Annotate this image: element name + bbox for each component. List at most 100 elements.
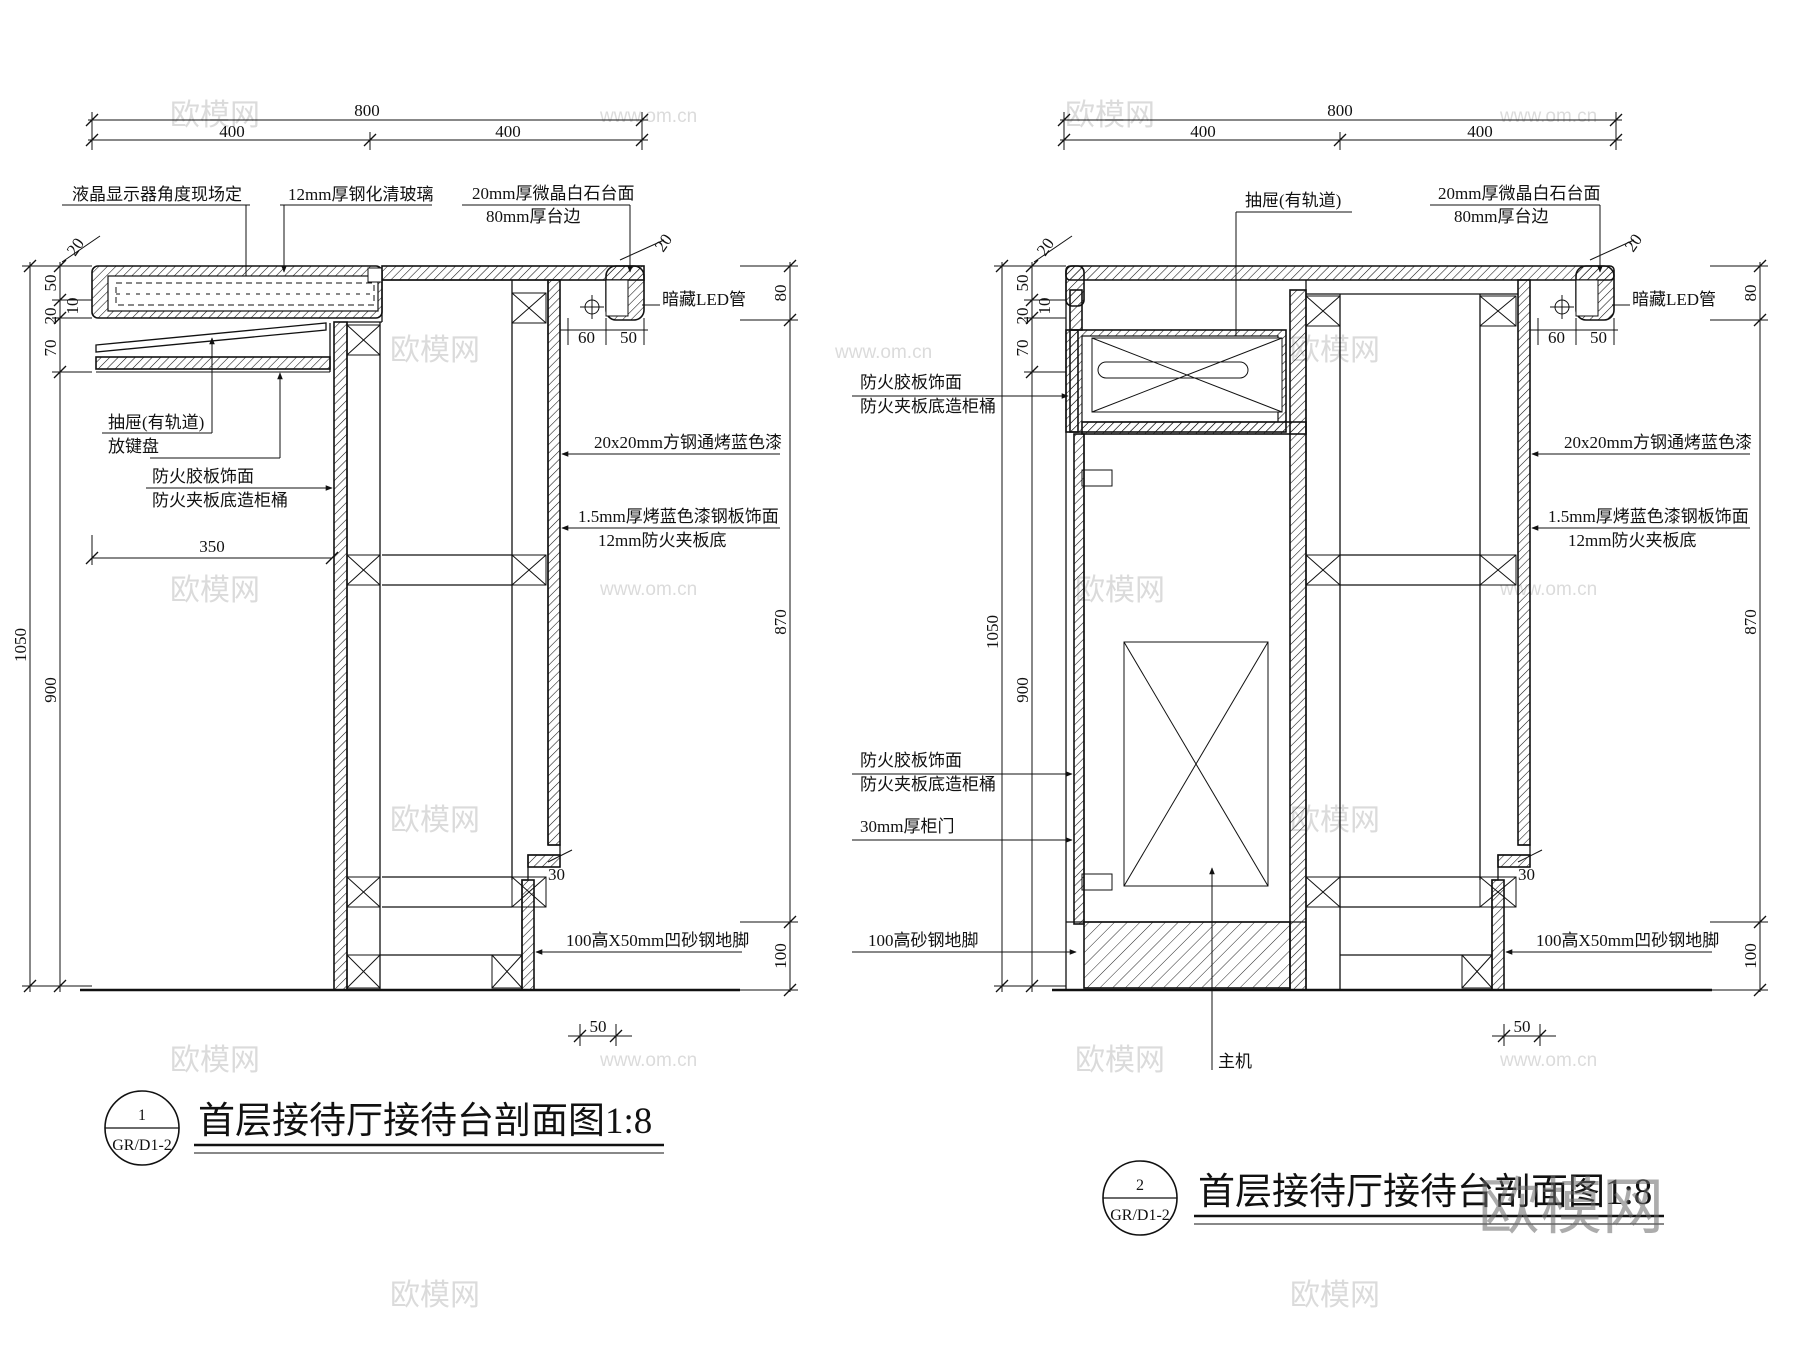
note-led: 暗藏LED管 xyxy=(1632,290,1716,309)
watermark-brand: 欧模网 xyxy=(390,1279,480,1312)
dim-870: 870 xyxy=(771,609,790,635)
dim-60: 60 xyxy=(578,328,595,347)
note-steel-tube: 20x20mm方钢通烤蓝色漆 xyxy=(1564,433,1752,452)
watermark-url: www.om.cn xyxy=(1499,106,1597,127)
keyboard-drawer-1: 抽屉(有轨道) 放键盘 xyxy=(95,322,331,459)
right-dimensions-1: 80 870 100 xyxy=(740,259,798,997)
dim-60: 60 xyxy=(1548,328,1565,347)
note-fire-laminate: 防火胶板饰面 xyxy=(860,751,962,770)
dim-overall-width: 800 xyxy=(354,101,380,120)
dim-100: 100 xyxy=(1741,943,1760,969)
note-led: 暗藏LED管 xyxy=(662,290,746,309)
note-steel-plate: 1.5mm厚烤蓝色漆钢板饰面 xyxy=(1548,507,1749,526)
dim-overall-width: 800 xyxy=(1327,101,1353,120)
dim-half-width: 400 xyxy=(1190,122,1216,141)
watermark-brand: 欧模网 xyxy=(1290,1279,1380,1312)
dim-50: 50 xyxy=(590,1017,607,1036)
dim-70: 70 xyxy=(41,340,60,357)
dim-20: 20 xyxy=(41,308,60,325)
dim-10: 10 xyxy=(1035,298,1054,315)
dim-20: 20 xyxy=(1013,308,1032,325)
watermark-url: www.om.cn xyxy=(834,342,932,363)
title-block-2: 2 GR/D1-2 首层接待厅接待台剖面图1:8 xyxy=(1102,1160,1664,1236)
dim-20: 20 xyxy=(63,234,88,259)
right-notes-1: 60 50 20x20mm方钢通烤蓝色漆 1.5mm厚烤蓝色漆钢板饰面 12mm… xyxy=(535,318,782,955)
dim-30: 30 xyxy=(548,865,565,884)
note-lcd-screen: 液晶显示器角度现场定 xyxy=(72,185,242,204)
note-base-groove: 100高X50mm凹砂钢地脚 xyxy=(566,931,749,950)
note-fire-plywood: 防火夹板底造柜桶 xyxy=(152,491,288,510)
left-notes-2: 防火胶板饰面 防火夹板底造柜桶 防火胶板饰面 防火夹板底造柜桶 30mm厚柜门 … xyxy=(852,373,1077,955)
watermark-brand: 欧模网 xyxy=(1065,99,1155,132)
bubble-reference: GR/D1-2 xyxy=(112,1137,172,1154)
note-drawer-track: 抽屉(有轨道) xyxy=(108,413,204,432)
note-glass: 12mm厚钢化清玻璃 xyxy=(288,185,433,204)
dim-10: 10 xyxy=(63,298,82,315)
top-notes-2: 抽屉(有轨道) 20mm厚微晶白石台面 80mm厚台边 xyxy=(1235,184,1603,410)
note-steel-tube: 20x20mm方钢通烤蓝色漆 xyxy=(594,433,782,452)
note-door: 30mm厚柜门 xyxy=(860,817,954,836)
note-fire-laminate: 防火胶板饰面 xyxy=(860,373,962,392)
watermark-brand: 欧模网 xyxy=(390,334,480,367)
dim-half-width: 400 xyxy=(219,122,245,141)
watermark-brand: 欧模网 xyxy=(170,1044,260,1077)
title-block-1: 1 GR/D1-2 首层接待厅接待台剖面图1:8 xyxy=(104,1090,664,1166)
dim-total-height: 1050 xyxy=(983,615,1002,649)
dim-80: 80 xyxy=(1741,285,1760,302)
dim-100: 100 xyxy=(771,943,790,969)
dim-80: 80 xyxy=(771,285,790,302)
dim-870: 870 xyxy=(1741,609,1760,635)
dim-50: 50 xyxy=(620,328,637,347)
dim-50: 50 xyxy=(1013,275,1032,292)
note-steel-plate: 1.5mm厚烤蓝色漆钢板饰面 xyxy=(578,507,779,526)
watermark-layer: 欧模网 www.om.cn 欧模网 www.om.cn 欧模网 www.om.c… xyxy=(170,99,1597,1312)
dim-350: 350 xyxy=(199,537,225,556)
watermark-url: www.om.cn xyxy=(1499,1050,1597,1071)
watermark-brand: 欧模网 xyxy=(390,804,480,837)
note-stone-top: 20mm厚微晶白石台面 xyxy=(472,184,634,203)
right-notes-2: 60 50 20x20mm方钢通烤蓝色漆 1.5mm厚烤蓝色漆钢板饰面 12mm… xyxy=(1505,318,1752,955)
dim-50: 50 xyxy=(1590,328,1607,347)
dim-30: 30 xyxy=(1518,865,1535,884)
section-2: 800 400 400 抽屉(有轨道) 20mm厚微晶白石台面 80mm厚台边 xyxy=(852,101,1768,1242)
dim-body-height: 900 xyxy=(41,677,60,703)
dim-50: 50 xyxy=(1514,1017,1531,1036)
countertop-1: 暗藏LED管 20 xyxy=(91,230,746,321)
watermark-url: www.om.cn xyxy=(599,1050,697,1071)
bubble-number: 1 xyxy=(138,1107,146,1124)
note-fire-plywood-base: 12mm防火夹板底 xyxy=(1568,531,1696,550)
top-notes-1: 液晶显示器角度现场定 12mm厚钢化清玻璃 20mm厚微晶白石台面 80mm厚台… xyxy=(62,184,634,301)
dim-20: 20 xyxy=(1621,230,1646,255)
dim-half-width: 400 xyxy=(1467,122,1493,141)
watermark-brand: 欧模网 xyxy=(170,574,260,607)
note-stone-top: 20mm厚微晶白石台面 xyxy=(1438,184,1600,203)
dim-body-height: 900 xyxy=(1013,677,1032,703)
dim-70: 70 xyxy=(1013,340,1032,357)
section-title: 首层接待厅接待台剖面图1:8 xyxy=(1198,1171,1652,1213)
watermark-brand: 欧模网 xyxy=(170,99,260,132)
countertop-2: 暗藏LED管 20 xyxy=(1065,230,1716,321)
top-dimensions-2: 800 400 400 xyxy=(1057,101,1623,150)
note-fire-plywood: 防火夹板底造柜桶 xyxy=(860,397,996,416)
section-1: 800 400 400 液晶显示器角度现场定 12mm厚钢化清玻璃 20mm厚微… xyxy=(11,101,798,1166)
dim-50: 50 xyxy=(41,275,60,292)
bubble-number: 2 xyxy=(1136,1177,1144,1194)
bubble-reference: GR/D1-2 xyxy=(1110,1207,1170,1224)
section-title: 首层接待厅接待台剖面图1:8 xyxy=(198,1100,652,1142)
note-fire-plywood: 防火夹板底造柜桶 xyxy=(860,775,996,794)
watermark-brand: 欧模网 xyxy=(1075,574,1165,607)
watermark-url: www.om.cn xyxy=(599,106,697,127)
note-keyboard-tray: 放键盘 xyxy=(108,437,159,456)
cabinet-body-1 xyxy=(333,279,561,991)
note-stone-edge: 80mm厚台边 xyxy=(486,207,580,226)
note-host: 主机 xyxy=(1218,1052,1252,1071)
note-base-sand: 100高砂钢地脚 xyxy=(868,931,979,950)
dim-20: 20 xyxy=(1033,234,1058,259)
note-fire-plywood-base: 12mm防火夹板底 xyxy=(598,531,726,550)
right-dimensions-2: 80 870 100 xyxy=(1710,259,1768,997)
bottom-dimension-1: 50 xyxy=(568,1017,632,1046)
watermark-brand-large: 欧模网 xyxy=(1478,1173,1664,1242)
watermark-brand: 欧模网 xyxy=(1075,1044,1165,1077)
bottom-dimension-2: 50 xyxy=(1492,1017,1556,1046)
